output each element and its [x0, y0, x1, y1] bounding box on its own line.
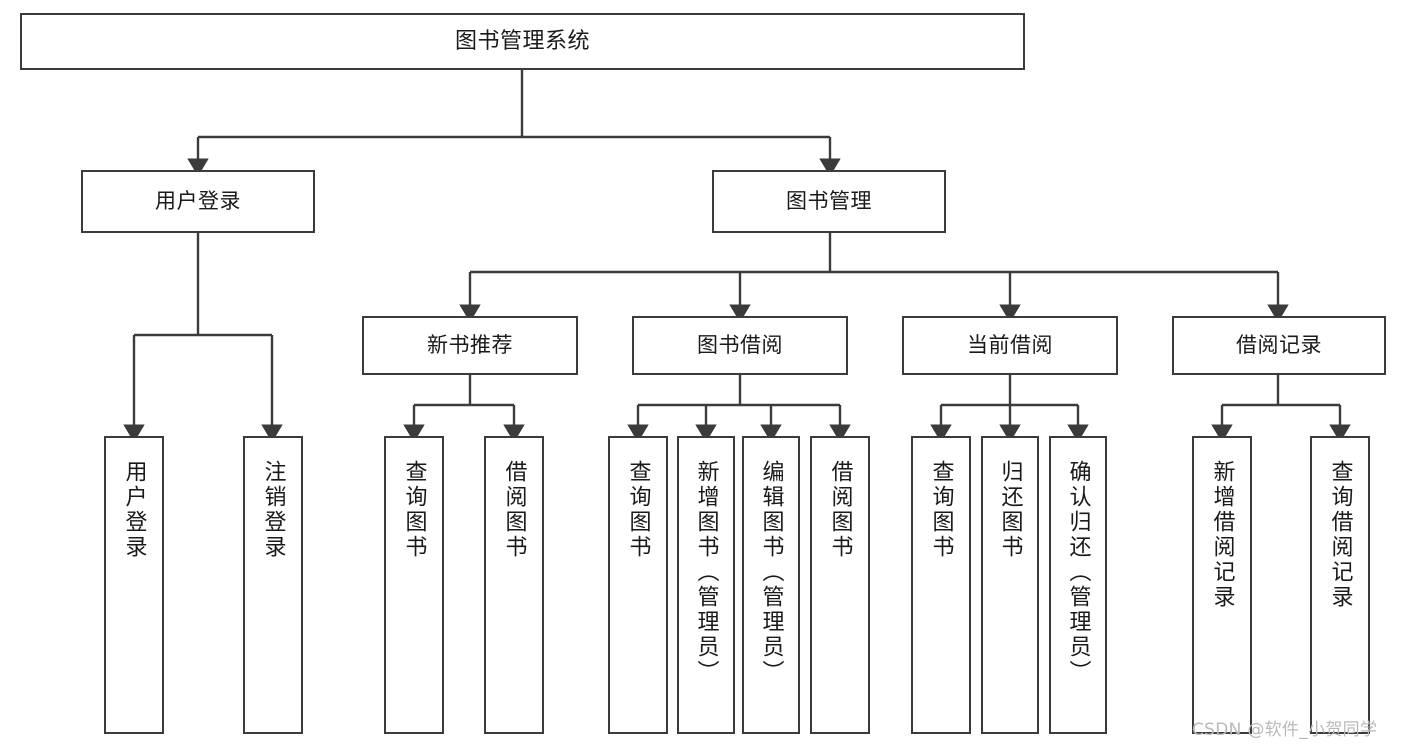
leaf-confirm-return-admin[interactable]: 确认归还（管理员） — [1049, 436, 1107, 734]
node-label: 借阅记录 — [1236, 333, 1322, 358]
node-label: 图书管理系统 — [454, 28, 590, 54]
leaf-logout[interactable]: 注销登录 — [243, 436, 303, 734]
node-new-book-recommendation[interactable]: 新书推荐 — [362, 316, 578, 375]
node-label: 归还图书 — [997, 460, 1023, 560]
node-label: 用户登录 — [155, 189, 241, 214]
node-current-borrowing[interactable]: 当前借阅 — [902, 316, 1118, 375]
node-label: 确认归还（管理员） — [1065, 460, 1091, 685]
leaf-user-login[interactable]: 用户登录 — [104, 436, 164, 734]
csdn-watermark: CSDN @软件_小贺同学 — [1192, 720, 1378, 740]
node-label: 图书借阅 — [697, 333, 783, 358]
leaf-add-borrow-record[interactable]: 新增借阅记录 — [1192, 436, 1252, 734]
node-label: 新书推荐 — [427, 333, 513, 358]
leaf-query-books-newbook[interactable]: 查询图书 — [384, 436, 444, 734]
leaf-query-books-borrow[interactable]: 查询图书 — [608, 436, 668, 734]
leaf-add-book-admin[interactable]: 新增图书（管理员） — [677, 436, 735, 734]
leaf-borrow-books-newbook[interactable]: 借阅图书 — [484, 436, 544, 734]
node-book-borrowing[interactable]: 图书借阅 — [632, 316, 848, 375]
node-label: 用户登录 — [121, 460, 147, 560]
node-label: 查询借阅记录 — [1327, 460, 1353, 610]
node-label: 新增借阅记录 — [1209, 460, 1235, 610]
node-label: 编辑图书（管理员） — [758, 460, 784, 685]
node-borrowing-records[interactable]: 借阅记录 — [1172, 316, 1386, 375]
node-label: 借阅图书 — [501, 460, 527, 560]
leaf-edit-book-admin[interactable]: 编辑图书（管理员） — [742, 436, 800, 734]
node-label: 当前借阅 — [967, 333, 1053, 358]
node-root-book-management-system[interactable]: 图书管理系统 — [20, 13, 1025, 70]
node-user-login[interactable]: 用户登录 — [81, 170, 315, 233]
node-label: 查询图书 — [401, 460, 427, 560]
node-book-management[interactable]: 图书管理 — [712, 170, 946, 233]
node-label: 新增图书（管理员） — [693, 460, 719, 685]
node-label: 查询图书 — [928, 460, 954, 560]
node-label: 借阅图书 — [827, 460, 853, 560]
leaf-borrow-books[interactable]: 借阅图书 — [810, 436, 870, 734]
leaf-return-books[interactable]: 归还图书 — [981, 436, 1039, 734]
node-label: 查询图书 — [625, 460, 651, 560]
node-label: 图书管理 — [786, 189, 872, 214]
leaf-query-books-current[interactable]: 查询图书 — [911, 436, 971, 734]
leaf-query-borrow-record[interactable]: 查询借阅记录 — [1310, 436, 1370, 734]
node-label: 注销登录 — [260, 460, 286, 560]
